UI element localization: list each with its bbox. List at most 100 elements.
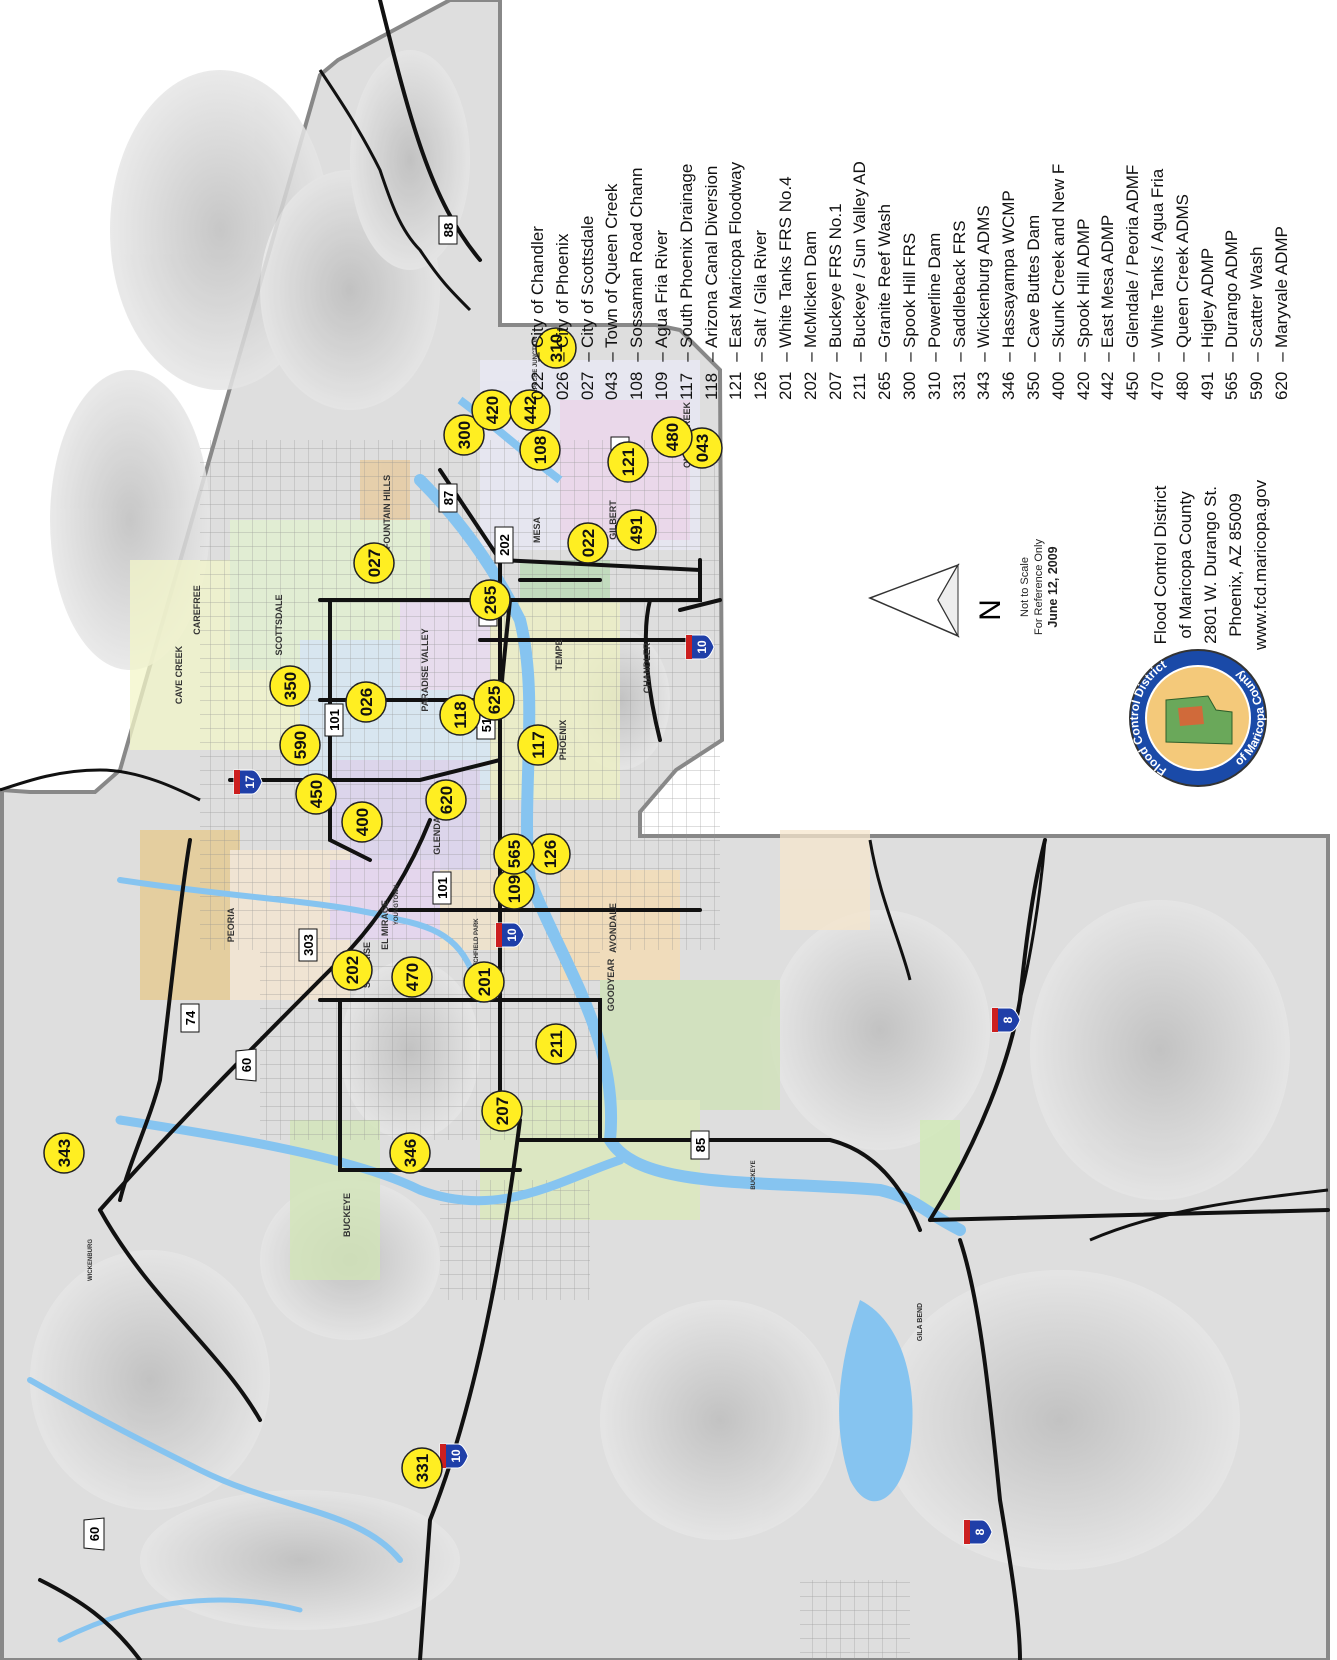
legend-name: South Phoenix Drainage: [676, 163, 696, 348]
legend-item: 420–Spook Hill ADMP: [1072, 161, 1097, 400]
i10-shield-3: 10: [439, 1443, 469, 1469]
legend-item: 565–Durango ADMP: [1220, 161, 1245, 400]
place-buckeye-2: BUCKEYE: [751, 1160, 757, 1189]
legend-name: Glendale / Peoria ADMF: [1123, 164, 1143, 348]
project-marker-118[interactable]: 118: [439, 694, 481, 736]
route-202-shield: 202: [494, 526, 514, 564]
project-marker-126[interactable]: 126: [529, 833, 571, 875]
marker-label: 400: [353, 808, 372, 836]
marker-circle: [43, 1132, 85, 1174]
legend-dash: –: [726, 352, 746, 362]
painted-rock-reservoir: [839, 1300, 913, 1502]
place-cave-creek: CAVE CREEK: [174, 645, 184, 704]
marker-label: 121: [619, 448, 638, 476]
svg-text:60: 60: [87, 1527, 102, 1541]
legend-code: 565: [1222, 371, 1242, 400]
legend-code: 026: [552, 371, 572, 400]
project-marker-265[interactable]: 265: [469, 579, 511, 621]
project-marker-108[interactable]: 108: [519, 429, 561, 471]
place-carefree: CAREFREE: [192, 585, 202, 635]
project-marker-343[interactable]: 343: [43, 1132, 85, 1174]
project-marker-121[interactable]: 121: [607, 441, 649, 483]
legend-dash: –: [974, 352, 994, 362]
marker-label: 022: [579, 529, 598, 557]
project-marker-331[interactable]: 331: [401, 1447, 443, 1489]
route-88-label: 88: [441, 223, 456, 237]
legend-code: 590: [1247, 371, 1267, 400]
legend-item: 108–Sossaman Road Chann: [625, 161, 650, 400]
route-60-shield: 60: [235, 1048, 257, 1082]
place-chandler: CHANDLER: [642, 642, 652, 693]
marker-circle: [493, 833, 535, 875]
project-marker-470[interactable]: 470: [391, 956, 433, 998]
map-date: June 12, 2009: [1046, 546, 1060, 628]
project-marker-442[interactable]: 442: [509, 389, 551, 431]
project-marker-022[interactable]: 022: [567, 522, 609, 564]
legend-name: Spook Hill FRS: [899, 232, 919, 348]
marker-circle: [401, 1447, 443, 1489]
project-marker-350[interactable]: 350: [269, 665, 311, 707]
project-marker-565[interactable]: 565: [493, 833, 535, 875]
route-303-shield: 303: [298, 928, 318, 962]
project-marker-590[interactable]: 590: [279, 724, 321, 766]
marker-circle: [469, 579, 511, 621]
legend-code: 450: [1123, 371, 1143, 400]
project-marker-400[interactable]: 400: [341, 801, 383, 843]
legend-code: 043: [602, 371, 622, 400]
project-marker-026[interactable]: 026: [345, 681, 387, 723]
project-marker-625[interactable]: 625: [473, 679, 515, 721]
marker-label: 300: [455, 421, 474, 449]
legend-item: 118–Arizona Canal Diversion: [700, 161, 725, 400]
marker-label: 201: [475, 968, 494, 996]
project-marker-211[interactable]: 211: [535, 1023, 577, 1065]
marker-circle: [509, 389, 551, 431]
project-marker-202[interactable]: 202: [331, 949, 373, 991]
legend-name: East Maricopa Floodway: [726, 161, 746, 348]
marker-circle: [341, 801, 383, 843]
legend-dash: –: [1147, 352, 1167, 362]
project-marker-480[interactable]: 480: [651, 416, 693, 458]
legend-dash: –: [1048, 352, 1068, 362]
legend-item: 201–White Tanks FRS No.4: [774, 161, 799, 400]
project-marker-109[interactable]: 109: [493, 868, 535, 910]
legend-item: 310–Powerline Dam: [923, 161, 948, 400]
marker-label: 420: [483, 396, 502, 424]
project-marker-491[interactable]: 491: [615, 509, 657, 551]
project-marker-207[interactable]: 207: [481, 1090, 523, 1132]
i8-shield: 8: [991, 1007, 1021, 1033]
legend-code: 109: [651, 371, 671, 400]
marker-circle: [651, 416, 693, 458]
legend-dash: –: [999, 352, 1019, 362]
svg-text:85: 85: [693, 1138, 708, 1152]
legend-name: White Tanks FRS No.4: [775, 176, 795, 348]
legend-code: 442: [1098, 371, 1118, 400]
legend-name: Cave Buttes Dam: [1023, 214, 1043, 348]
legend-name: Town of Queen Creek: [602, 183, 622, 348]
project-marker-300[interactable]: 300: [443, 414, 485, 456]
project-marker-027[interactable]: 027: [353, 542, 395, 584]
marker-label: 118: [451, 701, 470, 728]
marker-label: 331: [413, 1454, 432, 1482]
legend-code: 207: [825, 371, 845, 400]
route-85-shield: 85: [690, 1130, 710, 1160]
marker-label: 265: [481, 586, 500, 614]
legend-name: Wickenburg ADMS: [974, 205, 994, 348]
legend-name: Spook Hill ADMP: [1073, 218, 1093, 348]
project-marker-420[interactable]: 420: [471, 389, 513, 431]
legend-name: Durango ADMP: [1222, 229, 1242, 348]
project-marker-450[interactable]: 450: [295, 773, 337, 815]
legend-item: 400–Skunk Creek and New F: [1047, 161, 1072, 400]
legend-code: 350: [1023, 371, 1043, 400]
legend-code: 310: [924, 371, 944, 400]
legend-name: Maryvale ADMP: [1271, 226, 1291, 348]
i10-shield: 10: [685, 634, 715, 660]
project-marker-346[interactable]: 346: [389, 1132, 431, 1174]
regional-boundaries: [0, 69, 1329, 1242]
project-marker-117[interactable]: 117: [517, 724, 559, 766]
project-marker-620[interactable]: 620: [425, 779, 467, 821]
marker-label: 625: [485, 686, 504, 714]
project-marker-201[interactable]: 201: [463, 961, 505, 1003]
district-address: Flood Control District of Maricopa Count…: [1148, 480, 1273, 650]
project-marker-310[interactable]: 310: [535, 327, 577, 369]
